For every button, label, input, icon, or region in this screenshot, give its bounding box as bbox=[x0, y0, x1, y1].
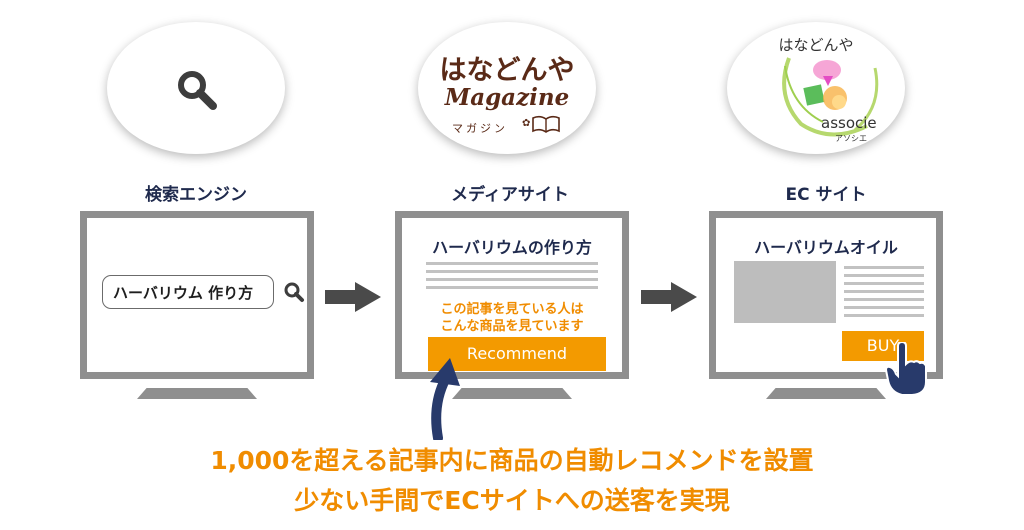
search-engine-monitor: ハーバリウム 作り方 bbox=[80, 211, 314, 379]
pointing-hand-icon bbox=[884, 342, 927, 396]
product-text-line bbox=[844, 298, 924, 301]
media-logo-title: はなどんや bbox=[439, 55, 575, 86]
flow-arrow-icon bbox=[641, 282, 697, 312]
ec-logo-kana: アソシエ bbox=[835, 134, 867, 143]
flow-arrow-icon bbox=[325, 282, 381, 312]
recommend-text-2: こんな商品を見ています bbox=[440, 319, 584, 334]
search-engine-icon-circle bbox=[107, 22, 285, 154]
search-button-icon[interactable] bbox=[283, 281, 305, 303]
product-title: ハーバリウムオイル bbox=[754, 238, 898, 257]
product-text-line bbox=[844, 306, 924, 309]
caption-line-2: 少ない手間でECサイトへの送客を実現 bbox=[294, 486, 730, 515]
monitor-stand bbox=[452, 388, 572, 399]
flower-icon: ✿ bbox=[522, 118, 531, 129]
ec-site-monitor: ハーバリウムオイル BUY bbox=[709, 211, 943, 379]
buy-button[interactable]: BUY bbox=[842, 331, 924, 361]
media-site-monitor: ハーバリウムの作り方 この記事を見ている人は こんな商品を見ています Recom… bbox=[395, 211, 629, 379]
article-text-line bbox=[426, 262, 598, 265]
ec-logo-title: はなどんや bbox=[778, 36, 854, 54]
ec-logo-circle: はなどんや associe アソシエ bbox=[727, 22, 905, 154]
curved-arrow-icon bbox=[430, 358, 460, 440]
caption-line-1: 1,000を超える記事内に商品の自動レコメンドを設置 bbox=[210, 446, 814, 475]
media-logo-circle: はなどんや Magazine マガジン ✿ bbox=[418, 22, 596, 154]
search-input[interactable]: ハーバリウム 作り方 bbox=[102, 275, 274, 309]
associe-logo-graphic bbox=[782, 57, 879, 137]
article-title: ハーバリウムの作り方 bbox=[432, 238, 592, 257]
monitor-stand bbox=[137, 388, 257, 399]
monitor-stand bbox=[766, 388, 886, 399]
recommend-button[interactable]: Recommend bbox=[428, 337, 606, 371]
ec-site-label: EC サイト bbox=[785, 185, 867, 205]
product-text-line bbox=[844, 274, 924, 277]
search-query: ハーバリウム 作り方 bbox=[113, 284, 254, 302]
product-text-line bbox=[844, 314, 924, 317]
book-icon bbox=[532, 115, 560, 133]
article-text-line bbox=[426, 270, 598, 273]
media-logo-kana: マガジン bbox=[452, 122, 508, 135]
media-site-label: メディアサイト bbox=[451, 185, 569, 205]
ec-logo-brand: associe bbox=[821, 114, 877, 132]
recommend-text-1: この記事を見ている人は bbox=[440, 302, 584, 317]
product-text-line bbox=[844, 282, 924, 285]
product-text-line bbox=[844, 266, 924, 269]
product-text-line bbox=[844, 290, 924, 293]
media-logo-magazine: Magazine bbox=[444, 84, 570, 111]
search-icon bbox=[178, 71, 217, 110]
product-image bbox=[734, 261, 836, 323]
article-text-line bbox=[426, 278, 598, 281]
article-text-line bbox=[426, 286, 598, 289]
search-engine-label: 検索エンジン bbox=[145, 185, 247, 205]
